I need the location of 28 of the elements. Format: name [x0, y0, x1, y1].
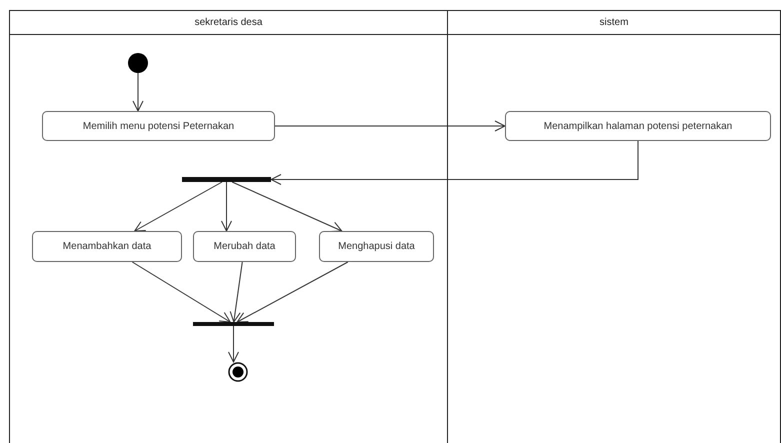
action-label: Menambahkan data [62, 241, 152, 252]
join-bar [193, 322, 274, 326]
lane-title: sekretaris desa [194, 16, 262, 30]
action-box [32, 231, 182, 262]
action-label: Menghapusi data [338, 241, 415, 252]
arrow [270, 140, 638, 185]
arrow [274, 120, 506, 132]
lane-title: sistem [600, 16, 628, 30]
fork-bar [182, 177, 271, 182]
final-node [228, 362, 248, 382]
arrow [132, 72, 144, 112]
action-box [193, 231, 296, 262]
arrow [132, 262, 231, 322]
arrow [228, 326, 239, 362]
initial-node [128, 53, 148, 73]
swimlane [447, 10, 781, 443]
action-label: Memilih menu potensi Peternakan [82, 120, 234, 132]
action-label: Merubah data [214, 241, 276, 252]
swimlane [9, 10, 448, 443]
action-box [319, 231, 434, 262]
arrow [232, 182, 342, 232]
arrow [221, 182, 232, 232]
arrow [236, 262, 348, 322]
action-box [505, 111, 771, 141]
arrow [134, 182, 223, 232]
action-box [42, 111, 275, 141]
arrow [230, 262, 243, 322]
action-label: Menampilkan halaman potensi peternakan [544, 120, 732, 132]
